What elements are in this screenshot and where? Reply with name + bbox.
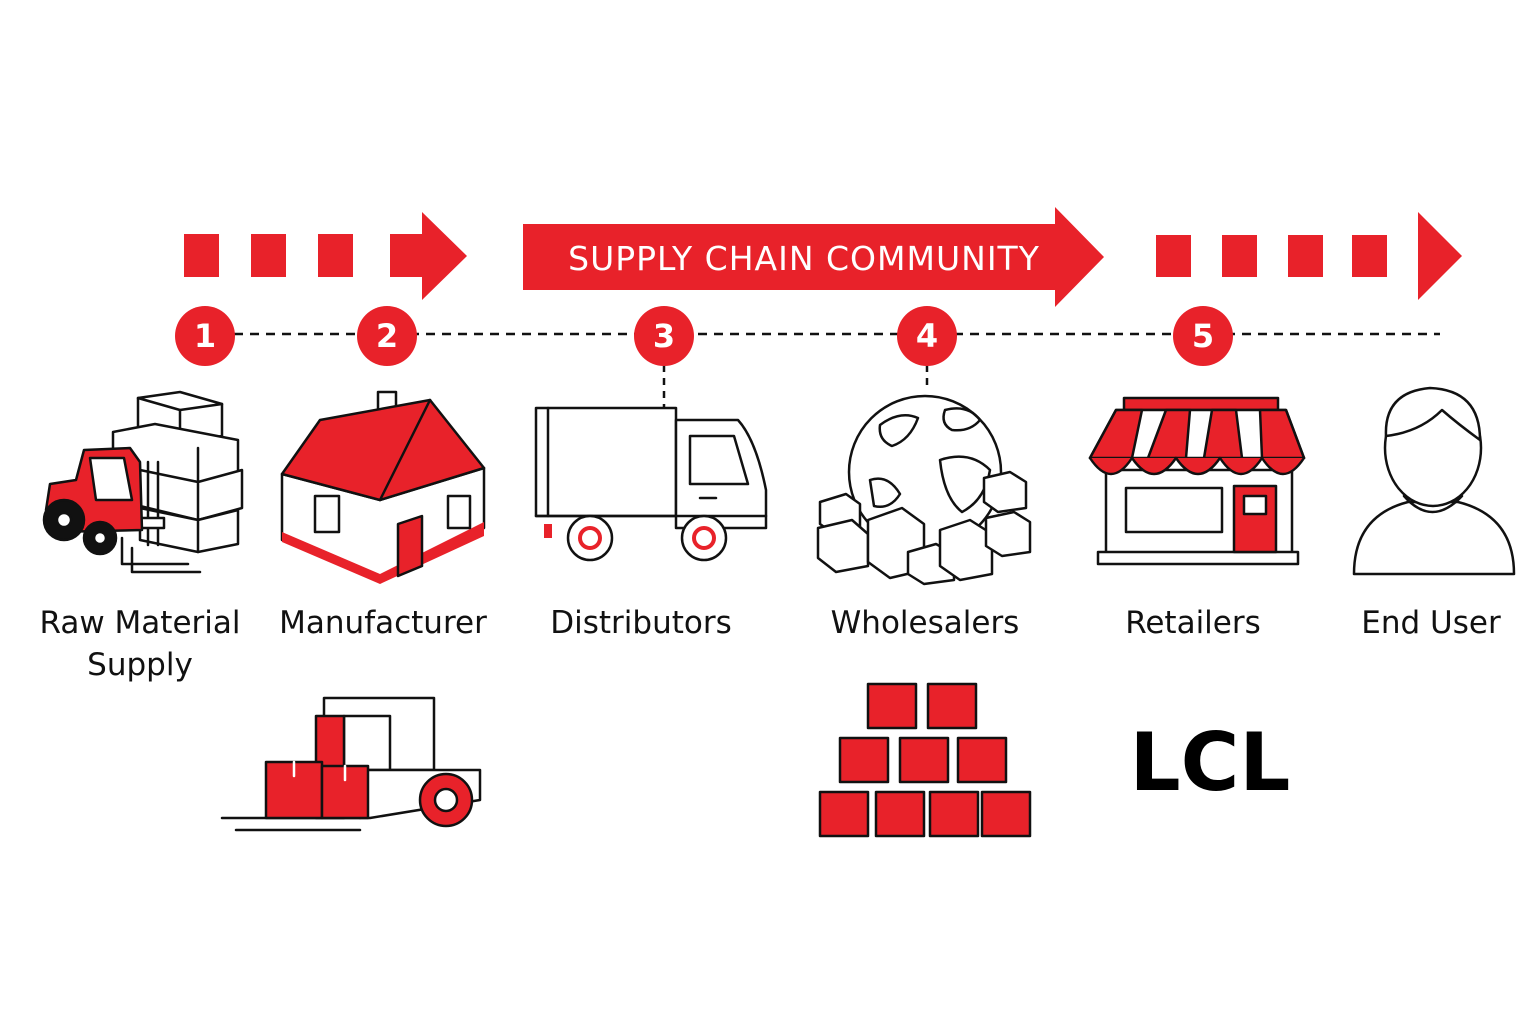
stage-label-retailers: Retailers [1125, 605, 1261, 641]
storefront-icon [1088, 396, 1306, 566]
step-badge-3 [634, 306, 694, 366]
step-badge-5 [1173, 306, 1233, 366]
right-dashed-arrow [1156, 212, 1462, 300]
globe-boxes-icon [816, 394, 1032, 586]
stage-label-end-user: End User [1361, 605, 1501, 641]
pallet-truck-icon [220, 696, 482, 832]
banner-title: SUPPLY CHAIN COMMUNITY [568, 238, 1040, 278]
delivery-truck-icon [534, 406, 768, 562]
step-badge-4 [897, 306, 957, 366]
lcl-label: LCL [1129, 716, 1291, 809]
step-number-1: 1 [193, 317, 217, 355]
step-number-4: 4 [915, 317, 939, 355]
person-icon [1352, 386, 1516, 576]
factory-house-icon [280, 390, 486, 584]
stage-label-distributors: Distributors [550, 605, 732, 641]
stage-label-manufacturer: Manufacturer [279, 605, 487, 641]
left-dashed-arrow [184, 212, 467, 300]
step-badge-1 [175, 306, 235, 366]
step-number-5: 5 [1191, 317, 1215, 355]
step-number-3: 3 [652, 317, 676, 355]
banner-arrow [523, 207, 1104, 307]
stage-label-wholesalers: Wholesalers [830, 605, 1020, 641]
stacked-boxes-icon [818, 682, 1032, 838]
step-number-2: 2 [375, 317, 399, 355]
stage-label-raw-material: Raw Material Supply [39, 605, 241, 683]
step-badge-2 [357, 306, 417, 366]
forklift-boxes-icon [42, 390, 244, 574]
